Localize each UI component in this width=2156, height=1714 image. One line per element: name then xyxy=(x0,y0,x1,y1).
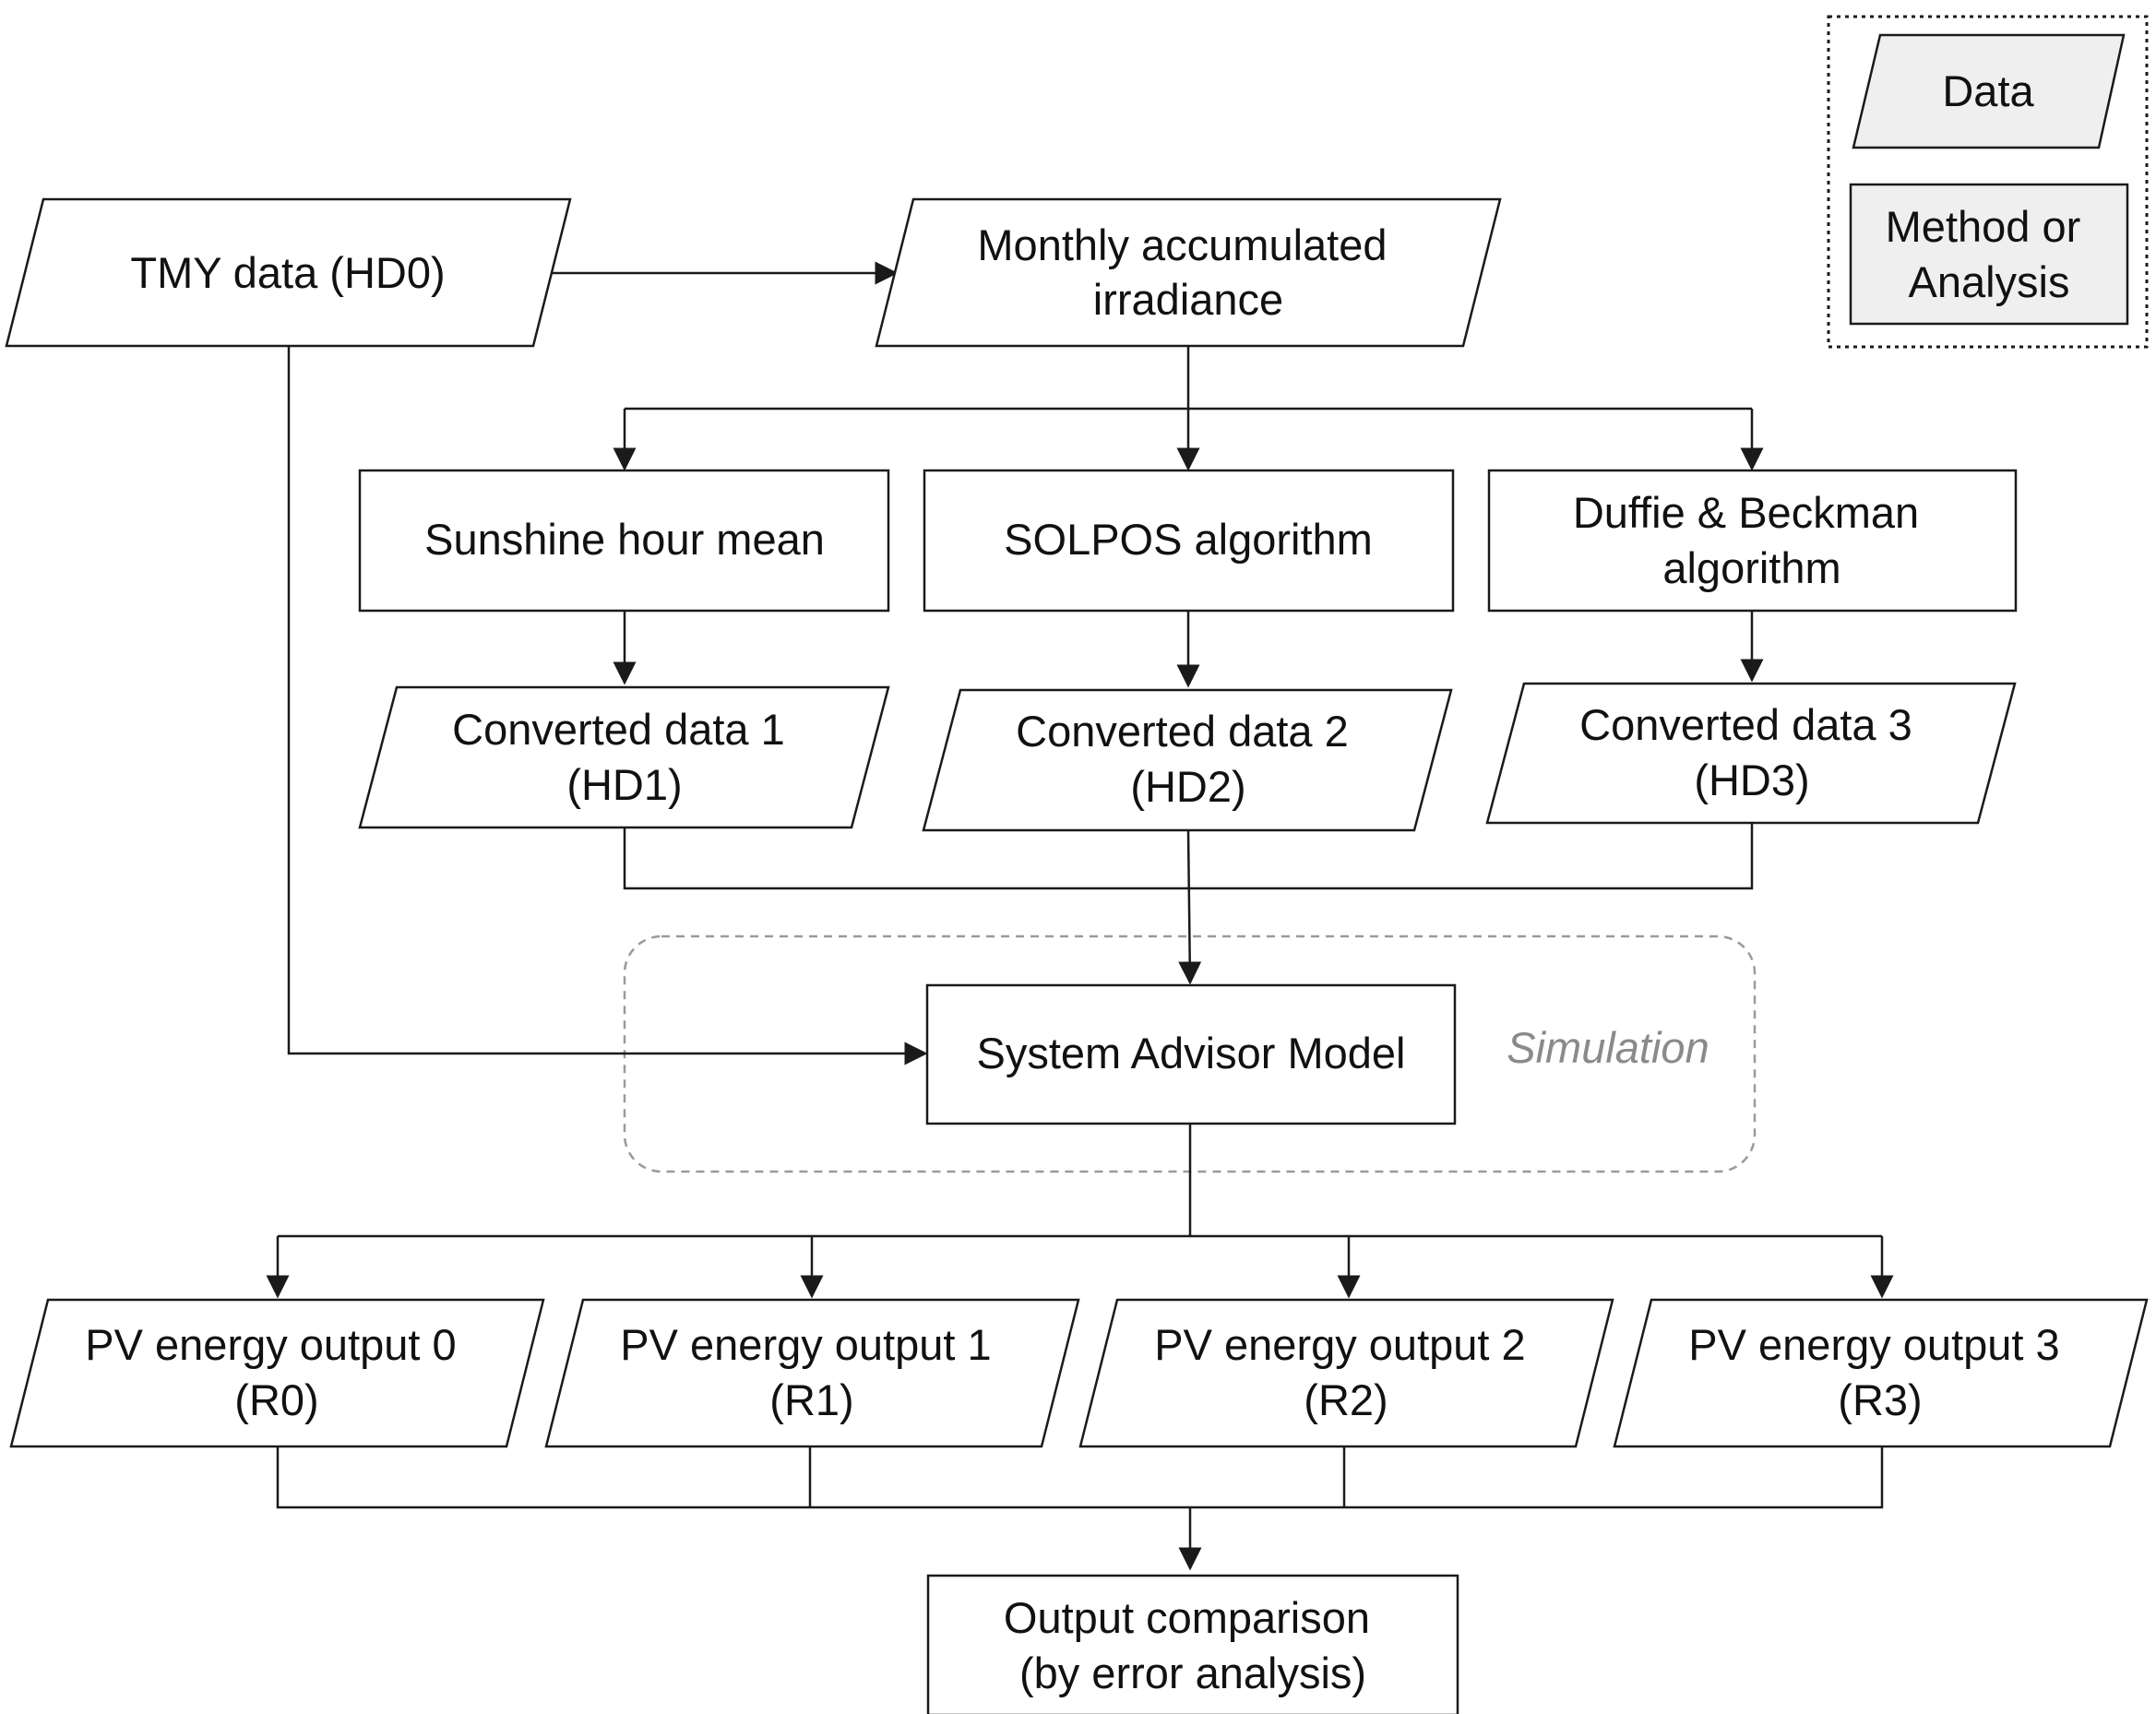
pv-output-1-shape xyxy=(544,1298,1080,1448)
monthly-irradiance-shape xyxy=(875,197,1502,348)
comparison-label: Output comparison (by error analysis) xyxy=(1004,1593,1382,1697)
comparison-shape xyxy=(926,1574,1459,1714)
sunshine-shape xyxy=(358,469,890,613)
legend-method-label: Method or Analysis xyxy=(1886,202,2093,306)
sam-label: System Advisor Model xyxy=(977,1029,1406,1077)
node-pv-output-2: PV energy output 2 (R2) xyxy=(1078,1298,1614,1448)
duffie-label: Duffie & Beckman algorithm xyxy=(1573,488,1931,592)
node-duffie-beckman: Duffie & Beckman algorithm xyxy=(1487,469,2018,613)
legend-data-label: Data xyxy=(1942,66,2034,115)
node-converted-data-2: Converted data 2 (HD2) xyxy=(922,688,1453,832)
sam-shape xyxy=(925,983,1457,1125)
node-pv-output-1: PV energy output 1 (R1) xyxy=(544,1298,1080,1448)
pv-output-2-shape xyxy=(1078,1298,1614,1448)
connectors xyxy=(266,261,1894,1571)
arrow-tmy-to-sam xyxy=(287,346,928,1065)
node-converted-data-3: Converted data 3 (HD3) xyxy=(1485,682,2017,825)
converted-2-shape xyxy=(922,688,1453,832)
legend-data-shape xyxy=(1852,33,2126,149)
node-tmy-data: TMY data (HD0) xyxy=(5,197,572,348)
node-pv-output-3: PV energy output 3 (R3) xyxy=(1613,1298,2149,1448)
legend: Data Method or Analysis xyxy=(1827,15,2149,349)
pv-output-2-label: PV energy output 2 (R2) xyxy=(1154,1320,1537,1424)
pv-output-3-label: PV energy output 3 (R3) xyxy=(1688,1320,2071,1424)
converted-3-shape xyxy=(1485,682,2017,825)
converted-1-label: Converted data 1 (HD1) xyxy=(452,705,797,809)
converted-2-label: Converted data 2 (HD2) xyxy=(1016,707,1361,811)
node-pv-output-0: PV energy output 0 (R0) xyxy=(9,1298,545,1448)
pv-output-0-label: PV energy output 0 (R0) xyxy=(85,1320,468,1424)
duffie-shape xyxy=(1487,469,2018,613)
tmy-data-label: TMY data (HD0) xyxy=(130,248,445,297)
converted-1-shape xyxy=(358,685,890,829)
pv-output-1-label: PV energy output 1 (R1) xyxy=(620,1320,1003,1424)
tmy-data-shape xyxy=(5,197,572,348)
node-solpos-algorithm: SOLPOS algorithm xyxy=(923,469,1455,613)
arrow-converted-to-sam xyxy=(1178,829,1202,985)
legend-method-shape xyxy=(1849,183,2129,326)
node-converted-data-1: Converted data 1 (HD1) xyxy=(358,685,890,829)
legend-border xyxy=(1827,15,2149,349)
solpos-label: SOLPOS algorithm xyxy=(1004,515,1373,564)
node-monthly-irradiance: Monthly accumulated irradiance xyxy=(875,197,1502,348)
pv-output-3-shape xyxy=(1613,1298,2149,1448)
simulation-label: Simulation xyxy=(1507,1023,1709,1072)
line-merge-outputs xyxy=(276,1446,1884,1509)
sunshine-label: Sunshine hour mean xyxy=(424,515,825,564)
converted-3-label: Converted data 3 (HD3) xyxy=(1579,700,1924,804)
pv-output-0-shape xyxy=(9,1298,545,1448)
node-system-advisor-model: System Advisor Model xyxy=(925,983,1457,1125)
solpos-shape xyxy=(923,469,1455,613)
node-sunshine-hour-mean: Sunshine hour mean xyxy=(358,469,890,613)
monthly-irradiance-label: Monthly accumulated irradiance xyxy=(977,220,1399,324)
node-output-comparison: Output comparison (by error analysis) xyxy=(926,1574,1459,1714)
